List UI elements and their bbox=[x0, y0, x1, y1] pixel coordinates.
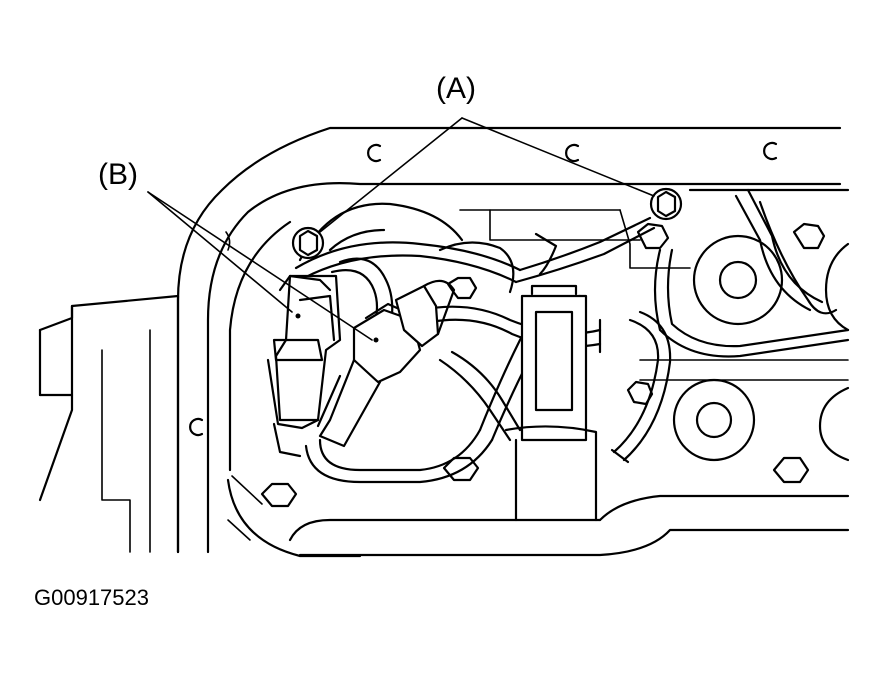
connector-b-right bbox=[316, 279, 456, 448]
bolt-a-left bbox=[291, 226, 325, 260]
leader-lines bbox=[147, 117, 655, 341]
left-housing bbox=[38, 294, 180, 554]
callout-label-b: (B) bbox=[98, 158, 138, 191]
bolt-a-right bbox=[649, 187, 683, 221]
callout-label-a: (A) bbox=[436, 72, 476, 105]
right-solenoid-bosses bbox=[639, 234, 850, 462]
large-round-boss bbox=[298, 202, 464, 262]
connector-b-left bbox=[266, 274, 342, 458]
hole-marks bbox=[189, 141, 778, 437]
figure-id: G00917523 bbox=[34, 585, 149, 610]
center-solenoid bbox=[504, 284, 598, 522]
valve-body-outline bbox=[176, 126, 850, 558]
